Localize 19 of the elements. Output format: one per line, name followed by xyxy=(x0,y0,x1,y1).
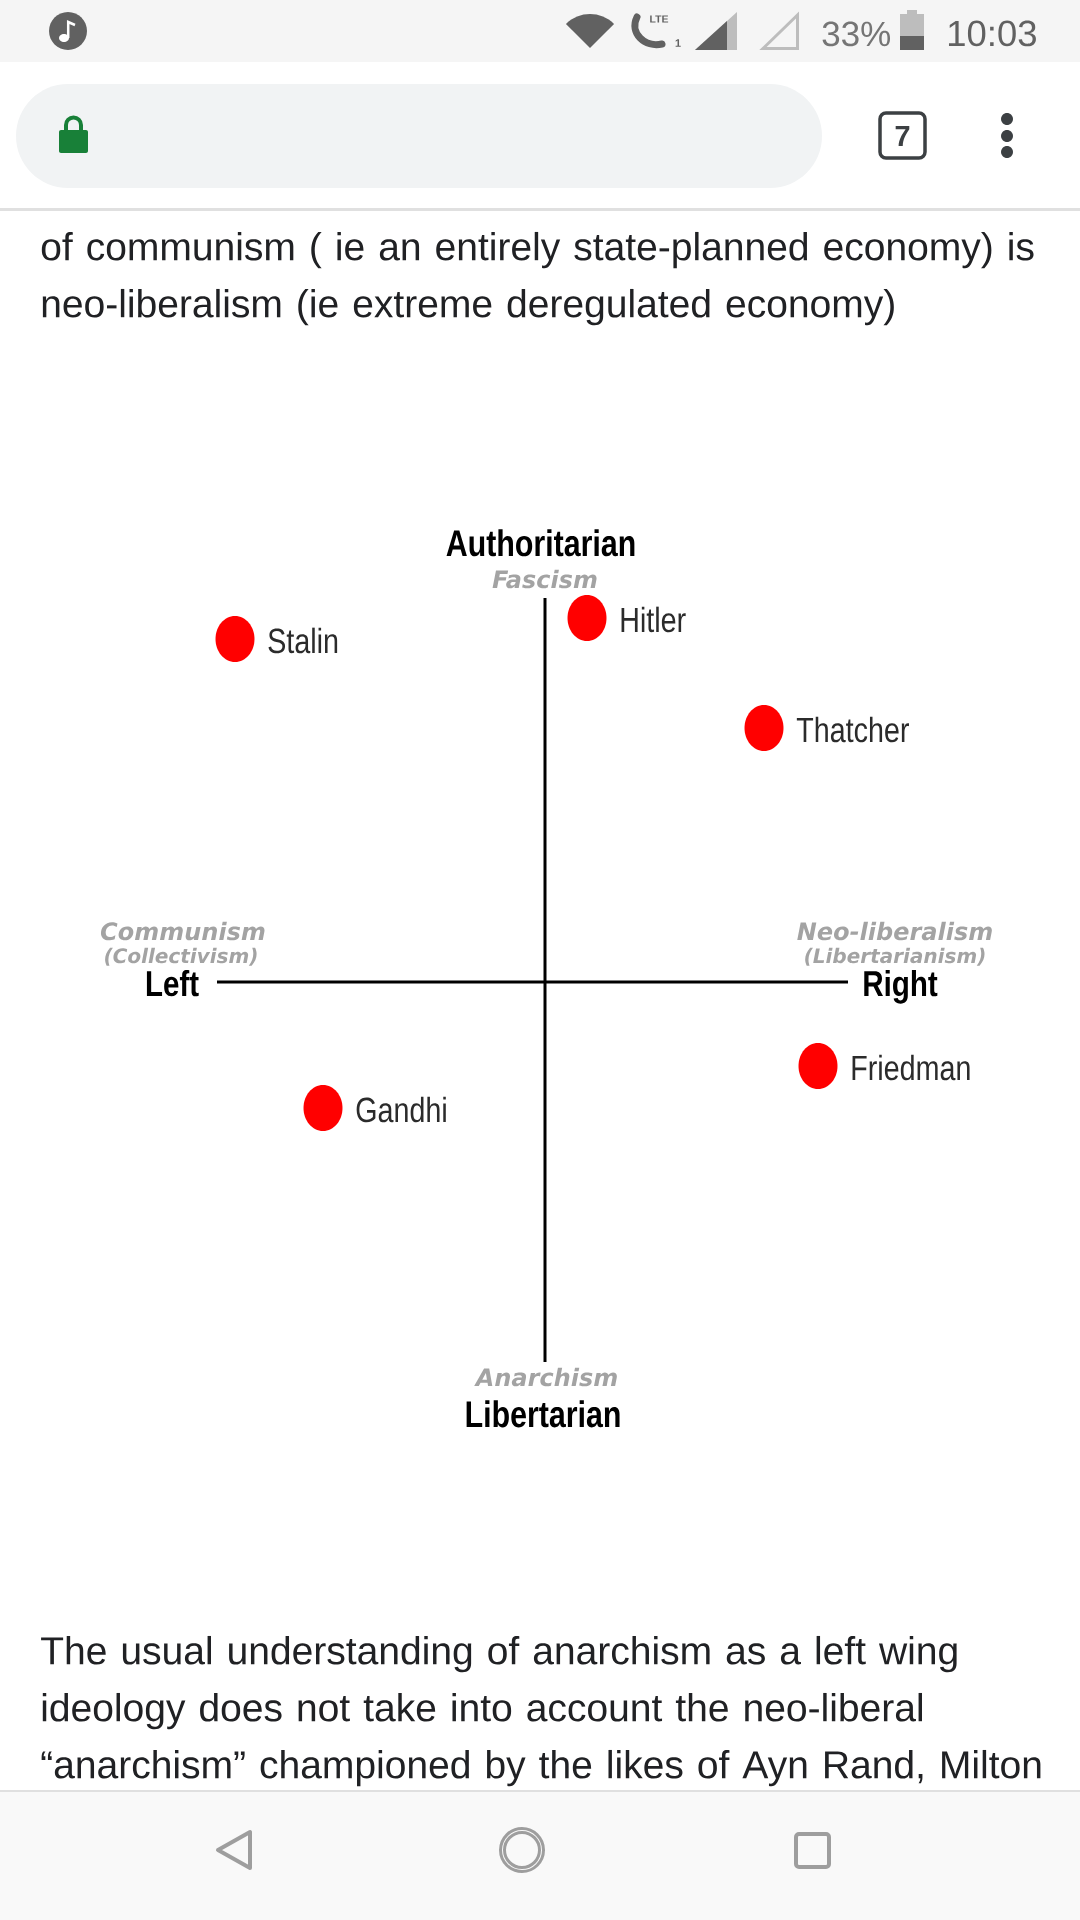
body-text: of communism ( ie an entirely state-planned economy) is neo-liberalism (ie extreme deregulated economy) xyxy=(41,231,1034,326)
ideology-label: Anarchism xyxy=(474,1367,617,1387)
point-label: Gandhi xyxy=(356,1096,446,1123)
point-label: Thatcher xyxy=(796,716,909,743)
clock-time: 10:03 xyxy=(949,20,1036,47)
ideology-label: Communism xyxy=(100,921,265,941)
axis-title: Right xyxy=(864,969,938,1004)
ideology-label: Fascism xyxy=(492,569,597,589)
tab-switcher-button: 7 xyxy=(878,111,927,160)
point-label: Stalin xyxy=(268,627,338,654)
axis-title: Libertarian xyxy=(466,1400,620,1428)
point-label: Friedman xyxy=(852,1054,970,1081)
sim-slot-number: 1 xyxy=(675,39,681,47)
battery-percentage: 33% xyxy=(822,21,890,47)
ideology-label: (Collectivism) xyxy=(105,947,257,966)
network-type-label: LTE xyxy=(650,15,669,23)
ideology-label: Neo-liberalism xyxy=(797,921,992,941)
body-text: The usual understanding of anarchism as a left wing ideology does not take into account the neo-liberal “anarchism” championed by the likes of Ayn Rand, Milton xyxy=(41,1635,1041,1787)
point-label: Hitler xyxy=(621,606,686,633)
